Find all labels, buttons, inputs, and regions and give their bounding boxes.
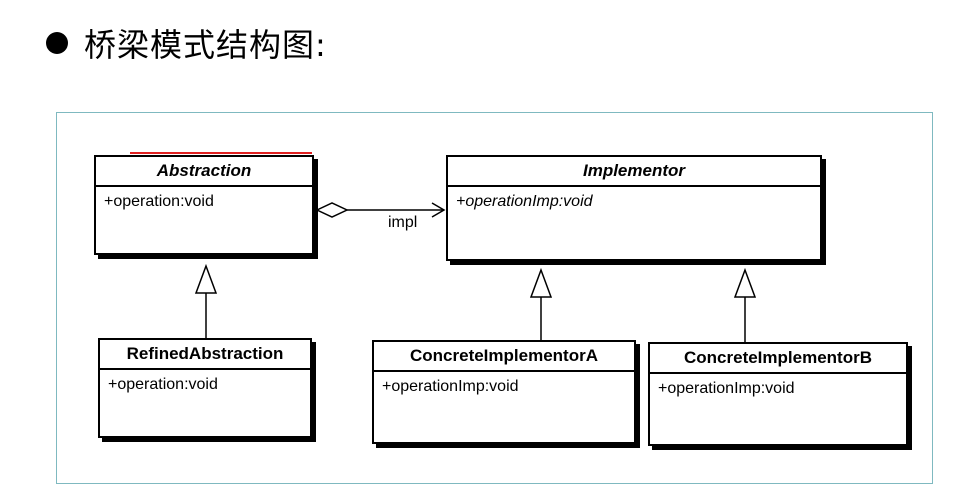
class-refined-abstraction-member: +operation:void — [108, 376, 218, 393]
class-implementor-member: +operationImp:void — [456, 193, 593, 210]
generalization-arrow-a — [529, 267, 553, 298]
aggregation-diamond — [315, 202, 349, 218]
class-abstraction-member: +operation:void — [104, 193, 214, 210]
class-refined-abstraction-name: RefinedAbstraction — [100, 340, 310, 370]
association-arrowhead — [431, 202, 446, 218]
class-concrete-implementor-b-name: ConcreteImplementorB — [650, 344, 906, 374]
bullet-icon — [46, 32, 68, 54]
association-label: impl — [388, 214, 418, 231]
generalization-arrow-refined — [194, 263, 218, 294]
class-implementor: Implementor +operationImp:void — [446, 155, 822, 261]
class-concrete-implementor-a-member: +operationImp:void — [382, 378, 519, 395]
class-concrete-implementor-b: ConcreteImplementorB +operationImp:void — [648, 342, 908, 446]
class-implementor-name: Implementor — [448, 157, 820, 187]
class-refined-abstraction: RefinedAbstraction +operation:void — [98, 338, 312, 438]
heading-text: 桥梁模式结构图: — [84, 26, 327, 64]
class-concrete-implementor-b-member: +operationImp:void — [658, 380, 795, 397]
generalization-arrow-b — [733, 267, 757, 298]
diagram-frame — [56, 112, 933, 484]
class-concrete-implementor-a-name: ConcreteImplementorA — [374, 342, 634, 372]
class-abstraction-name: Abstraction — [96, 157, 312, 187]
class-abstraction: Abstraction +operation:void — [94, 155, 314, 255]
class-concrete-implementor-a: ConcreteImplementorA +operationImp:void — [372, 340, 636, 444]
page-heading: 桥梁模式结构图: — [46, 16, 327, 70]
